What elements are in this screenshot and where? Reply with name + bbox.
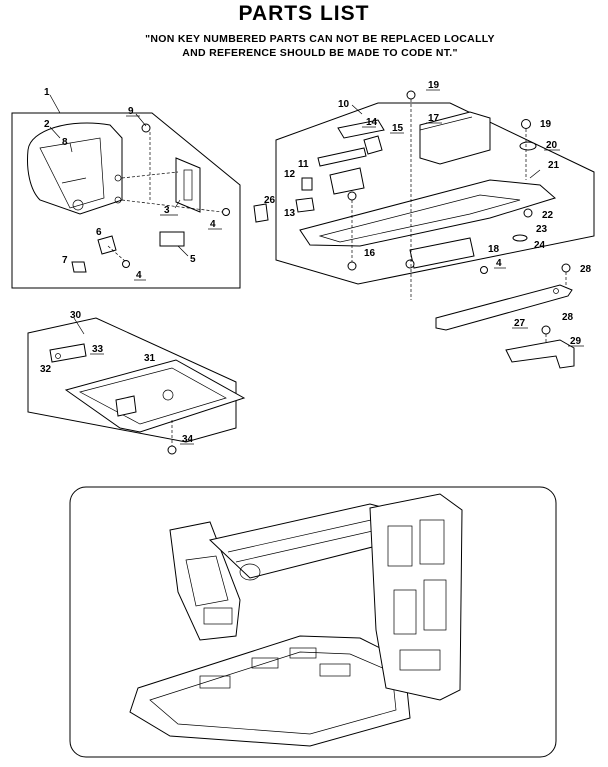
callout-19a: 19 (428, 80, 440, 91)
callout-12: 12 (284, 169, 296, 180)
callout-1: 1 (44, 87, 50, 98)
bed-plate-group (253, 90, 595, 300)
parts-note-line-1: "NON KEY NUMBERED PARTS CAN NOT BE REPLA… (145, 33, 495, 45)
callout-16: 16 (364, 248, 376, 259)
callout-23: 23 (536, 224, 548, 235)
main-frame-drawing (69, 486, 557, 758)
page-title: PARTS LIST (238, 2, 370, 25)
callout-13: 13 (284, 208, 296, 219)
callout-31: 31 (144, 353, 156, 364)
callout-5: 5 (190, 254, 196, 265)
callout-4c: 4 (496, 258, 502, 269)
callout-7: 7 (62, 255, 68, 266)
face-cover-group (11, 94, 241, 289)
callout-4a: 4 (210, 219, 216, 230)
callout-30: 30 (70, 310, 82, 321)
callout-24: 24 (534, 240, 546, 251)
callout-3: 3 (164, 205, 170, 216)
callout-9: 9 (128, 106, 134, 117)
bottom-plate-group (27, 317, 246, 455)
callout-27: 27 (514, 318, 526, 329)
callout-18: 18 (488, 244, 500, 255)
callout-22: 22 (542, 210, 554, 221)
parts-note-line-2: AND REFERENCE SHOULD BE MADE TO CODE NT.… (182, 47, 458, 59)
callout-17: 17 (428, 113, 440, 124)
callout-underlines (90, 89, 584, 445)
callout-15: 15 (392, 123, 404, 134)
callout-11: 11 (298, 159, 309, 170)
lever-arm-group (435, 263, 575, 369)
callout-10: 10 (338, 99, 350, 110)
callout-20: 20 (546, 140, 558, 151)
callout-6: 6 (96, 227, 102, 238)
callout-4b: 4 (136, 270, 142, 281)
callout-19b: 19 (540, 119, 552, 130)
callout-32: 32 (40, 364, 52, 375)
callout-29: 29 (570, 336, 582, 347)
callout-28b: 28 (562, 312, 574, 323)
callout-2: 2 (44, 119, 50, 130)
callout-8: 8 (62, 137, 68, 148)
callout-labels: 1 2 3 4 4 5 6 7 8 9 10 11 12 13 14 15 16… (40, 80, 592, 445)
callout-26: 26 (264, 195, 276, 206)
callout-33: 33 (92, 344, 104, 355)
callout-34: 34 (182, 434, 194, 445)
callout-14: 14 (366, 117, 378, 128)
callout-21: 21 (548, 160, 560, 171)
callout-28a: 28 (580, 264, 592, 275)
